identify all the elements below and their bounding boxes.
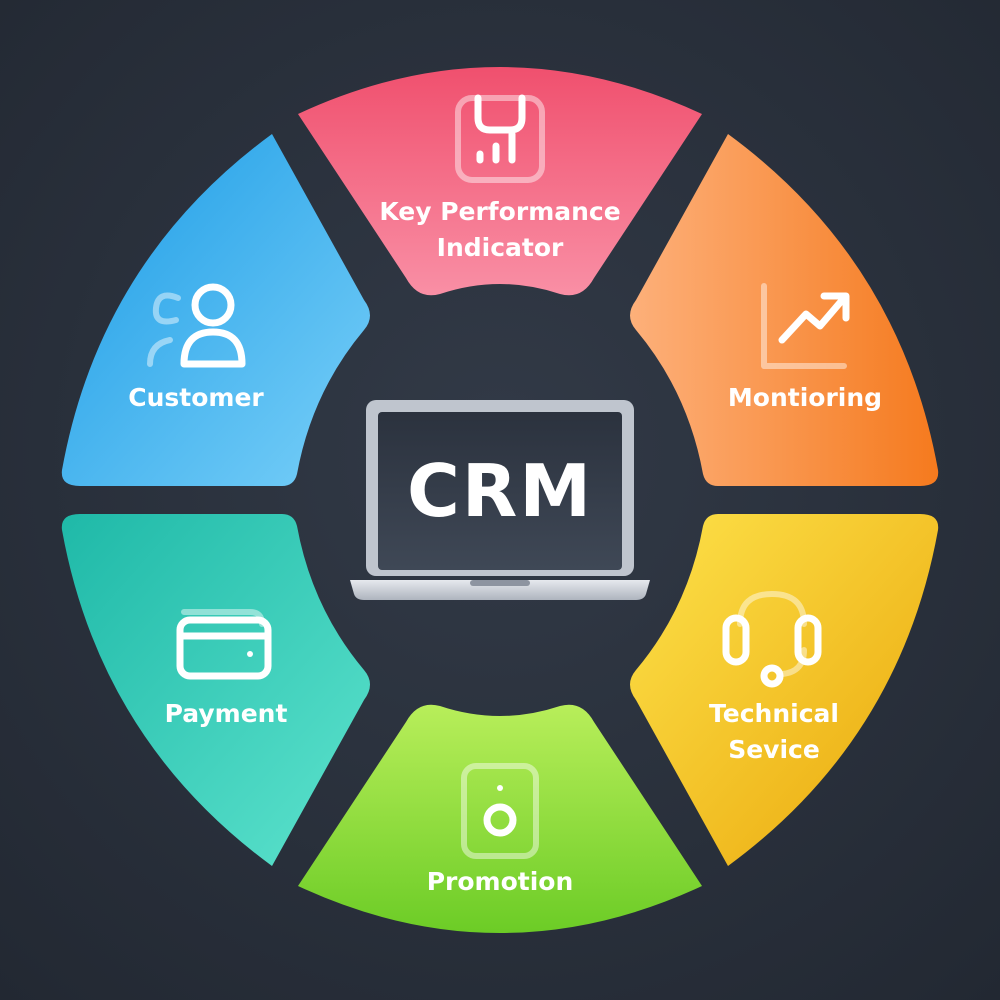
segment-payment <box>61 514 371 866</box>
users-icon <box>147 283 246 368</box>
segment-label-promotion: Promotion <box>427 867 574 896</box>
wallet-icon <box>176 609 272 680</box>
segment-technical-service <box>630 514 939 866</box>
segment-label-kpi-line2: Indicator <box>437 233 564 262</box>
segment-label-payment: Payment <box>165 699 288 728</box>
segment-label-technical-line2: Sevice <box>728 735 820 764</box>
segment-promotion <box>298 704 702 933</box>
segment-label-monitoring: Montioring <box>728 383 882 412</box>
segment-label-customer: Customer <box>128 383 264 412</box>
segment-kpi <box>298 67 702 296</box>
trend-chart-icon <box>761 283 850 369</box>
speaker-icon <box>461 763 539 859</box>
segment-monitoring <box>630 134 939 486</box>
center-label: CRM <box>407 449 593 533</box>
segment-label-kpi-line1: Key Performance <box>379 197 620 226</box>
laptop-icon <box>350 400 650 600</box>
segment-customer <box>61 134 371 486</box>
headset-icon <box>722 591 822 688</box>
kpi-report-icon <box>455 94 545 183</box>
segment-label-technical-line1: Technical <box>709 699 839 728</box>
